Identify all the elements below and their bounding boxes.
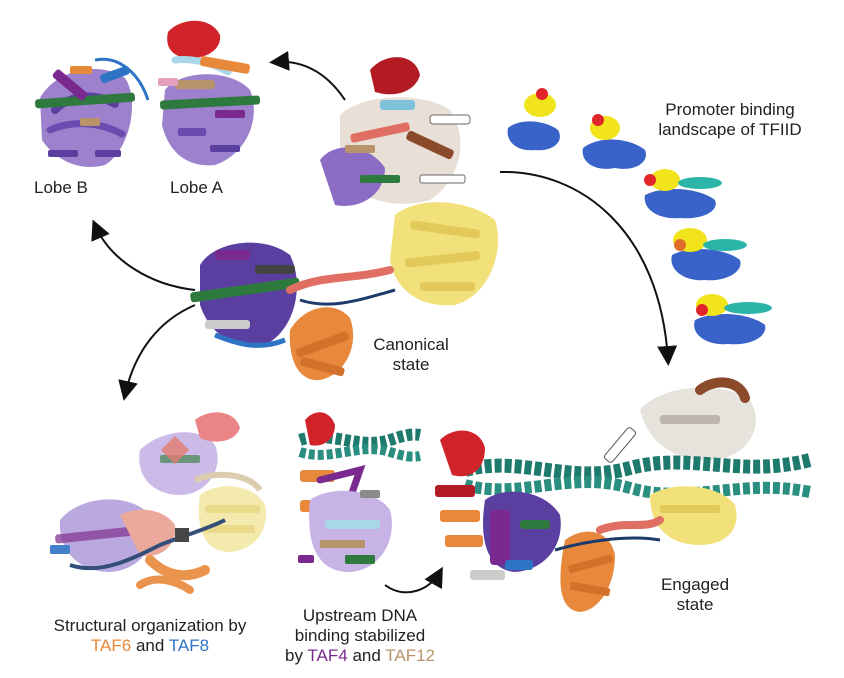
engaged-line2: state — [676, 595, 714, 614]
arrows — [91, 50, 678, 594]
engaged-state-structure — [435, 377, 812, 612]
canonical-state-label: Canonical state — [356, 335, 466, 375]
lobe-a-structure — [158, 20, 261, 166]
arrow-to-lobe-a — [269, 50, 346, 101]
promoter-density-maps — [507, 88, 772, 345]
structural-line1: Structural organization by — [53, 616, 247, 635]
taf4-label: TAF4 — [307, 646, 348, 665]
taf8-label: TAF8 — [168, 636, 210, 655]
arrow-to-engaged — [499, 170, 678, 366]
lobe-a-label: Lobe A — [170, 178, 223, 197]
engaged-line1: Engaged — [660, 575, 730, 594]
arrow-upstream-to-engaged — [384, 566, 443, 594]
promoter-title-line2: landscape of TFIID — [658, 120, 802, 139]
arrow-to-lobe-b — [91, 219, 196, 291]
upstream-line2: binding stabilized — [294, 626, 426, 645]
canonical-state-structure — [190, 57, 499, 381]
taf6-label: TAF6 — [90, 636, 132, 655]
upstream-line3: by TAF4 and TAF12 — [280, 646, 440, 666]
structural-organization-caption: Structural organization by TAF6 and TAF8 — [20, 616, 280, 656]
lobe-b-structure — [35, 57, 150, 168]
upstream-dna-structure — [298, 412, 422, 572]
arrow-to-structural — [118, 304, 196, 401]
promoter-title-line1: Promoter binding — [665, 100, 795, 119]
upstream-line1: Upstream DNA — [302, 606, 418, 625]
upstream-and: and — [352, 646, 381, 665]
upstream-dna-caption: Upstream DNA binding stabilized by TAF4 … — [280, 606, 440, 666]
lobe-b-label: Lobe B — [34, 178, 88, 197]
canonical-line2: state — [392, 355, 430, 374]
structural-and: and — [135, 636, 165, 655]
canonical-line1: Canonical — [373, 335, 449, 354]
promoter-binding-title: Promoter binding landscape of TFIID — [640, 100, 820, 140]
structural-line2: TAF6 and TAF8 — [20, 636, 280, 656]
taf12-label: TAF12 — [385, 646, 435, 665]
engaged-state-label: Engaged state — [640, 575, 750, 615]
upstream-by: by — [285, 646, 303, 665]
structural-organization-structure — [50, 412, 266, 594]
